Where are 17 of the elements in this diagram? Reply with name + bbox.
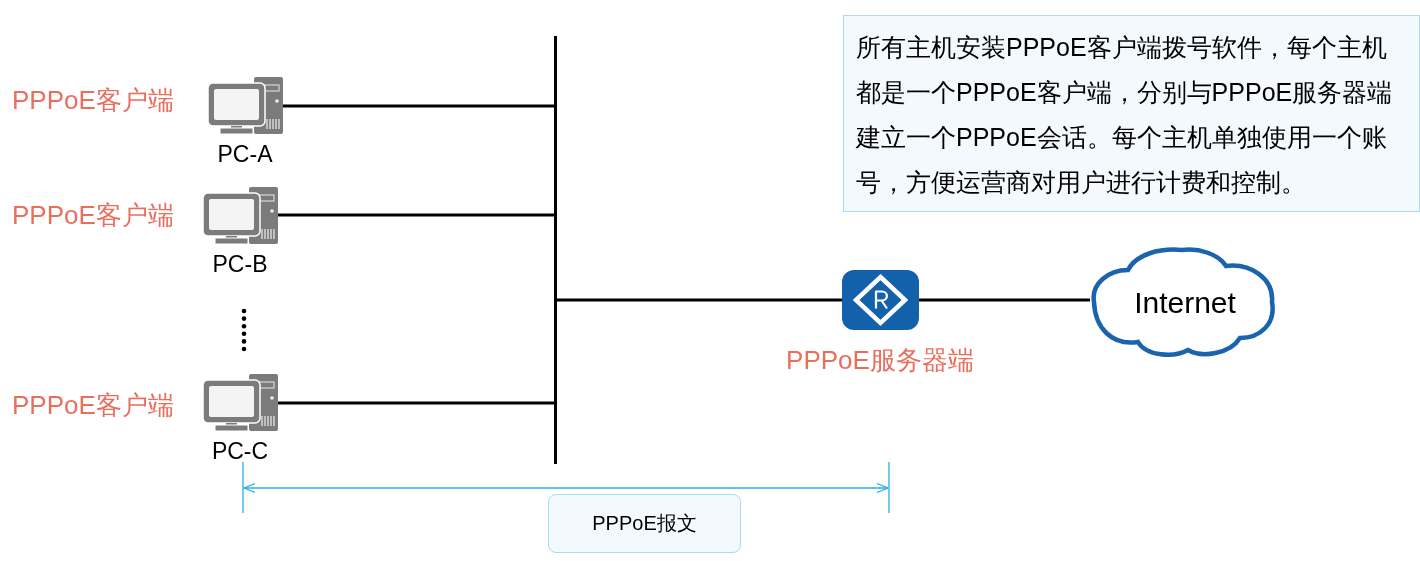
note-box: 所有主机安装PPPoE客户端拨号软件，每个主机都是一个PPPoE客户端，分别与PPPoE服务器端建立一个PPPoE会话。每个主机单独使用一个账号，方便运营商对用户进行计费和控制。: [843, 15, 1420, 212]
device-label: PC-C: [211, 438, 269, 464]
connection-line: [919, 298, 1090, 302]
connection-line: [283, 104, 554, 108]
connection-line: [278, 401, 554, 405]
bus-line: [554, 36, 557, 464]
router-icon: [842, 270, 919, 330]
connection-line: [278, 213, 554, 217]
role-label: PPPoE客户端: [12, 84, 174, 117]
device-label: PC-A: [217, 141, 273, 167]
message-box: PPPoE报文: [548, 494, 741, 553]
device-label: PC-B: [212, 251, 268, 277]
cloud: Internet: [1090, 246, 1276, 360]
role-label: PPPoE服务器端: [786, 344, 974, 377]
role-label: PPPoE客户端: [12, 389, 174, 422]
connection-line: [557, 298, 842, 302]
role-label: PPPoE客户端: [12, 199, 174, 232]
